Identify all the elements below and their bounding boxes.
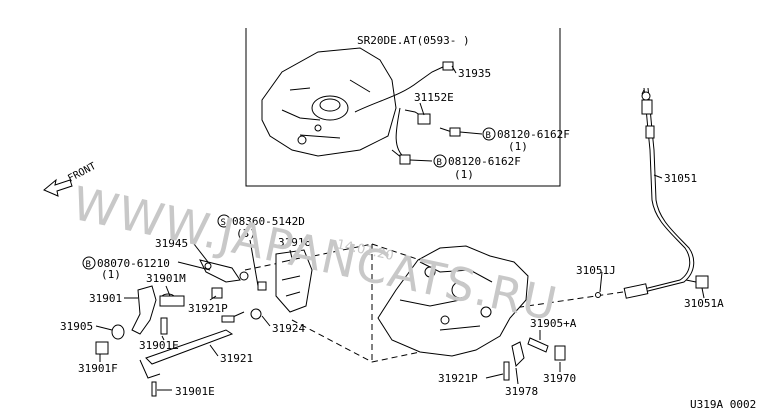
label-31901e-b: 31901E: [175, 385, 215, 398]
detent-bracket: [503, 337, 566, 381]
bolt-symbol-icon: [482, 127, 496, 141]
inset-harness: [354, 61, 461, 165]
label-31935: 31935: [458, 67, 491, 80]
shift-lever: [95, 281, 267, 355]
footer-code: U319A 0002: [690, 398, 756, 411]
label-31051j: 31051J: [576, 264, 616, 277]
bolt-symbol-letter: B: [86, 260, 91, 270]
label-bolt-b-qty: (1): [454, 168, 474, 181]
transmission-drawing: [377, 245, 529, 357]
label-bolt-c: 08070-61210: [97, 257, 170, 270]
label-31051: 31051: [664, 172, 697, 185]
label-31921p-b: 31921P: [438, 372, 478, 385]
label-bolt-b: 08120-6162F: [448, 155, 521, 168]
label-bolt-a: 08120-6162F: [497, 128, 570, 141]
inset-frame: [245, 28, 561, 187]
label-31924: 31924: [272, 322, 305, 335]
label-31945: 31945: [155, 237, 188, 250]
label-screw: 08360-5142D: [232, 215, 305, 228]
label-31901: 31901: [89, 292, 122, 305]
label-31901f: 31901F: [78, 362, 118, 375]
label-31978: 31978: [505, 385, 538, 398]
label-screw-qty: (3): [236, 227, 256, 240]
control-cable: [623, 87, 709, 299]
label-31921p-a: 31921P: [188, 302, 228, 315]
bolt-symbol-icon: [433, 154, 447, 168]
bolt-symbol-letter: B: [486, 131, 491, 141]
screw-symbol-icon: [217, 214, 231, 228]
label-31918: 31918: [278, 236, 311, 249]
label-31051a: 31051A: [684, 297, 724, 310]
label-31905: 31905: [60, 320, 93, 333]
label-31901m: 31901M: [146, 272, 186, 285]
screw-symbol-letter: S: [221, 218, 226, 228]
bolt-symbol-letter: B: [437, 158, 442, 168]
front-arrow-icon: [43, 178, 73, 197]
label-31901e-a: 31901E: [139, 339, 179, 352]
label-bolt-a-qty: (1): [508, 140, 528, 153]
shift-rod: [139, 311, 245, 379]
inset-transmission-drawing: [261, 47, 397, 157]
inset-title: SR20DE.AT(0593- ): [357, 34, 470, 47]
label-31905a: 31905+A: [530, 317, 577, 330]
assembly-dash-top: [371, 243, 421, 261]
bolt-symbol-icon: [82, 256, 96, 270]
label-31152e: 31152E: [414, 91, 454, 104]
label-31921: 31921: [220, 352, 253, 365]
label-bolt-c-qty: (1): [101, 268, 121, 281]
label-31970: 31970: [543, 372, 576, 385]
assembly-dash-bottom: [371, 351, 421, 363]
retainer-pin: [151, 381, 157, 397]
